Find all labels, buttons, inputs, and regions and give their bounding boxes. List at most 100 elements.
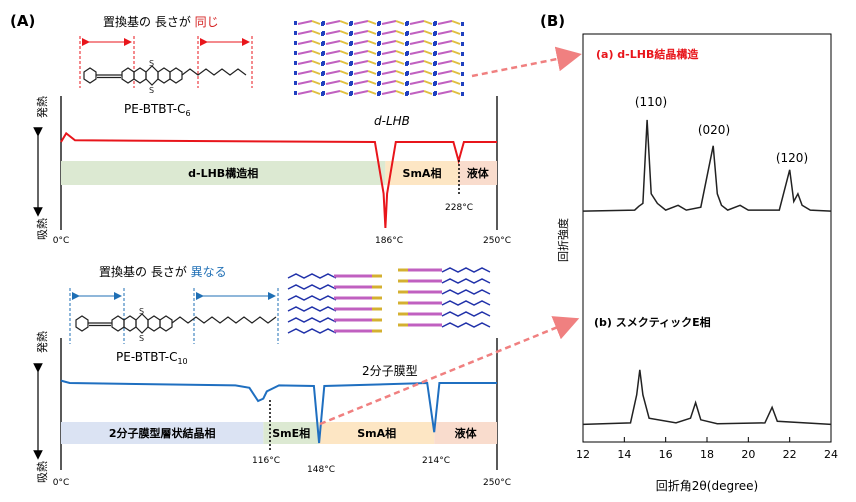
lhb-core (325, 30, 341, 35)
bilayer-alkyl-chain (287, 306, 337, 312)
lhb-core (409, 70, 425, 75)
bilayer-alkyl-chain (441, 322, 491, 328)
phase-band-label-2: SmA相 (357, 426, 396, 440)
lhb-link (451, 50, 461, 55)
lhb-link (367, 30, 377, 35)
lhb-atom (294, 51, 297, 55)
bilayer-alkyl-chain (287, 295, 337, 301)
lhb-link (367, 80, 377, 85)
lhb-link (311, 20, 321, 25)
lhb-link (311, 40, 321, 45)
lhb-core (353, 70, 369, 75)
lhb-core (437, 60, 453, 65)
lhb-link (311, 80, 321, 85)
dlhb-packing-illustration (294, 20, 464, 96)
top-x-start-label: 0°C (53, 236, 70, 246)
xrd-peak-annotation-120: (120) (776, 151, 808, 165)
xrd-trace-a (582, 119, 832, 212)
lhb-core (325, 20, 341, 25)
lhb-atom (322, 31, 325, 35)
xrd-peak-annotation-110: (110) (635, 95, 667, 109)
lhb-core (381, 40, 397, 45)
svg-text:S: S (149, 59, 154, 68)
lhb-atom (406, 51, 409, 55)
lhb-link (395, 60, 405, 65)
lhb-core (297, 60, 313, 65)
phase-band-0 (61, 161, 386, 185)
top-exo-label: 発熱 (35, 96, 49, 118)
lhb-link (451, 80, 461, 85)
lhb-core (409, 30, 425, 35)
top-structure-label: d-LHB (374, 114, 410, 128)
lhb-atom (434, 61, 437, 65)
bilayer-alkyl-chain (441, 278, 491, 284)
lhb-link (367, 20, 377, 25)
lhb-link (311, 30, 321, 35)
lhb-atom (350, 21, 353, 25)
lhb-link (367, 60, 377, 65)
bottom-heading-emphasis: 異なる (191, 265, 227, 279)
lhb-core (409, 50, 425, 55)
lhb-link (339, 80, 349, 85)
lhb-link (423, 70, 433, 75)
lhb-core (325, 50, 341, 55)
lhb-core (381, 30, 397, 35)
top-molecule-name: PE-BTBT-C6 (124, 102, 191, 118)
molecule-c10-sulfur: SS (139, 307, 144, 343)
lhb-atom (406, 81, 409, 85)
top-length-brackets (79, 36, 253, 88)
bottom-peak-label-148: 148°C (307, 465, 335, 475)
lhb-core (297, 50, 313, 55)
lhb-link (423, 40, 433, 45)
lhb-atom (461, 82, 464, 86)
phase-band-1 (263, 422, 320, 444)
bilayer-alkyl-chain (441, 300, 491, 306)
bottom-molecule-name: PE-BTBT-C10 (116, 350, 188, 366)
phase-band-label-0: d-LHB構造相 (188, 166, 258, 180)
lhb-atom (294, 91, 297, 95)
bottom-dsc-axes (60, 338, 498, 470)
panel-b-label: (B) (540, 12, 565, 30)
bottom-exo-label: 発熱 (35, 331, 49, 353)
lhb-core (381, 20, 397, 25)
lhb-atom (322, 41, 325, 45)
xrd-x-tick-label: 24 (824, 448, 838, 461)
bottom-structure-label: 2分子膜型 (362, 364, 418, 378)
lhb-core (437, 20, 453, 25)
lhb-link (423, 30, 433, 35)
lhb-core (325, 40, 341, 45)
xrd-x-tick-label: 16 (659, 448, 673, 461)
bottom-peak-label-214: 214°C (422, 456, 450, 466)
top-peak-label-186: 186°C (375, 236, 403, 246)
lhb-link (367, 50, 377, 55)
lhb-atom (294, 31, 297, 35)
lhb-atom (406, 71, 409, 75)
lhb-atom (350, 81, 353, 85)
lhb-core (325, 70, 341, 75)
lhb-link (311, 90, 321, 95)
svg-text:置換基の 長さが 異なる: 置換基の 長さが 異なる (99, 264, 227, 279)
lhb-link (395, 20, 405, 25)
lhb-core (297, 90, 313, 95)
lhb-core (325, 90, 341, 95)
lhb-link (395, 80, 405, 85)
lhb-core (409, 90, 425, 95)
lhb-link (451, 40, 461, 45)
bottom-x-start-label: 0°C (53, 478, 70, 488)
phase-band-label-1: SmE相 (272, 426, 310, 440)
lhb-link (395, 30, 405, 35)
lhb-core (297, 80, 313, 85)
top-x-end-label: 250°C (483, 236, 511, 246)
lhb-core (297, 40, 313, 45)
lhb-core (437, 80, 453, 85)
lhb-atom (350, 51, 353, 55)
bottom-peak-label-116: 116°C (252, 456, 280, 466)
lhb-link (451, 60, 461, 65)
lhb-core (353, 20, 369, 25)
bilayer-packing-illustration (287, 267, 491, 334)
lhb-link (339, 20, 349, 25)
lhb-atom (350, 61, 353, 65)
